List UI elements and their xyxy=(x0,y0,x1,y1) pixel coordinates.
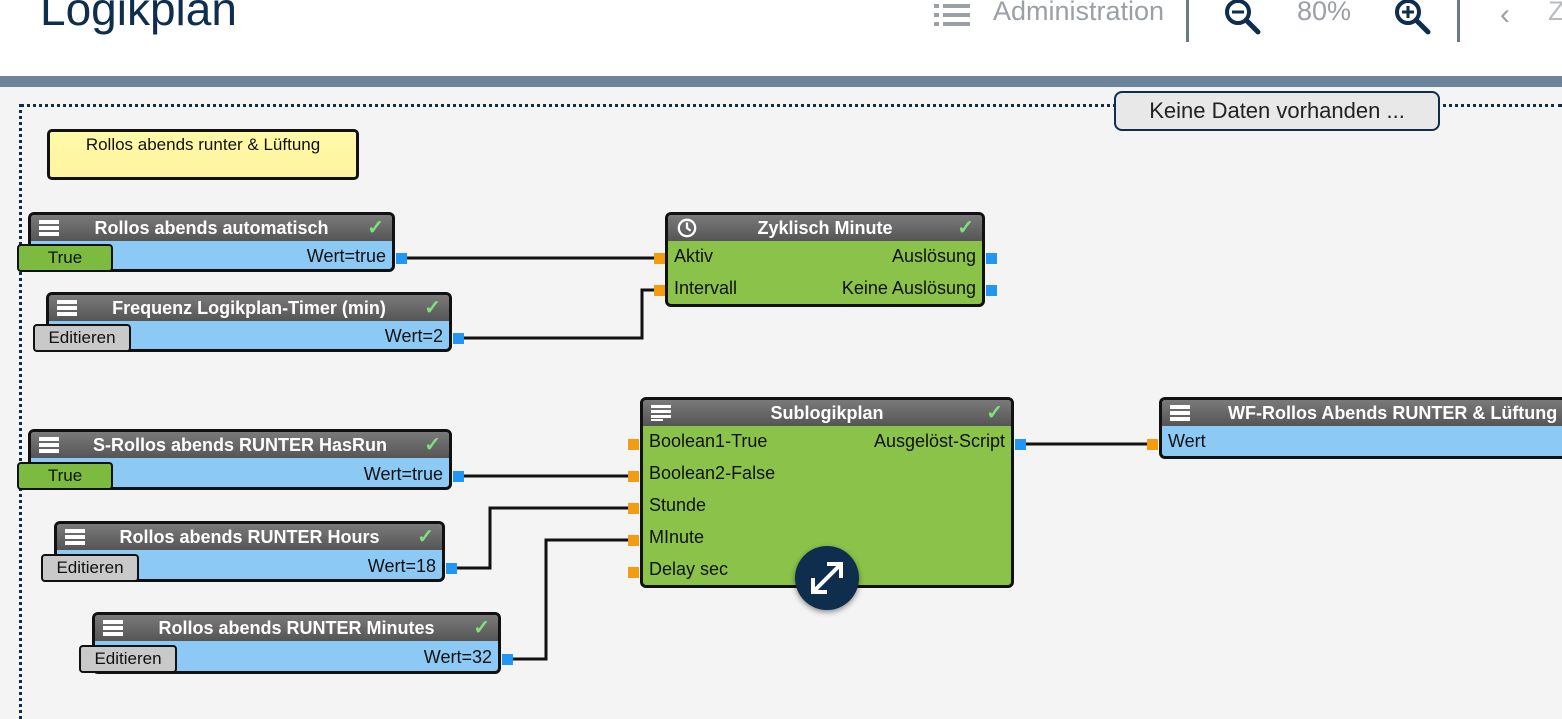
node-header[interactable]: Sublogikplan ✓ xyxy=(643,400,1011,426)
server-icon xyxy=(103,620,123,636)
input-port[interactable] xyxy=(628,471,639,482)
header-divider-bar xyxy=(0,76,1562,87)
edit-button[interactable]: Editieren xyxy=(41,554,139,582)
variable-node-hasrun[interactable]: S-Rollos abends RUNTER HasRun ✓ Wert=tru… xyxy=(28,429,452,490)
list-menu-icon[interactable] xyxy=(932,2,972,28)
node-header[interactable]: Rollos abends automatisch ✓ xyxy=(31,215,392,241)
input-label: Intervall xyxy=(674,278,738,298)
administration-menu[interactable]: Administration xyxy=(993,0,1165,26)
check-icon: ✓ xyxy=(473,617,490,639)
output-port[interactable] xyxy=(986,253,997,264)
output-label: Keine Auslösung xyxy=(841,278,976,298)
check-icon: ✓ xyxy=(986,402,1003,424)
zoom-out-icon[interactable] xyxy=(1222,0,1262,36)
node-title: Rollos abends automatisch xyxy=(94,218,329,238)
node-header[interactable]: Zyklisch Minute ✓ xyxy=(668,215,982,241)
node-header[interactable]: WF-Rollos Abends RUNTER & Lüftung xyxy=(1162,400,1562,426)
node-value: Wert=32 xyxy=(423,647,492,667)
input-label: Stunde xyxy=(649,495,707,515)
server-icon xyxy=(39,437,59,453)
status-button[interactable]: Keine Daten vorhanden ... xyxy=(1114,91,1440,131)
canvas-border xyxy=(19,104,22,719)
input-label: Boolean2-False xyxy=(649,463,776,483)
wire xyxy=(513,538,628,661)
node-title: S-Rollos abends RUNTER HasRun xyxy=(92,435,388,455)
output-port[interactable] xyxy=(453,333,464,344)
output-port[interactable] xyxy=(986,285,997,296)
server-icon xyxy=(39,220,59,236)
node-title: Sublogikplan xyxy=(770,403,884,423)
output-port[interactable] xyxy=(396,253,407,264)
input-port[interactable] xyxy=(654,253,665,264)
comment-note[interactable]: Rollos abends runter & Lüftung xyxy=(47,129,359,180)
output-port[interactable] xyxy=(1015,439,1026,450)
output-port[interactable] xyxy=(453,471,464,482)
logic-node-zyklisch[interactable]: Zyklisch Minute ✓ Aktiv Intervall Auslös… xyxy=(665,212,985,307)
wire xyxy=(457,506,628,570)
input-port[interactable] xyxy=(654,285,665,296)
variable-node-wf-rollos[interactable]: WF-Rollos Abends RUNTER & Lüftung Wert xyxy=(1159,397,1562,459)
document-lines-icon xyxy=(651,405,671,421)
app-header: Logikplan Administration 80% ‹ Z xyxy=(0,0,1562,76)
fullscreen-button[interactable] xyxy=(795,546,859,610)
output-port[interactable] xyxy=(446,563,457,574)
true-button[interactable]: True xyxy=(17,244,113,272)
server-icon xyxy=(1170,405,1190,421)
page-title: Logikplan xyxy=(40,0,237,35)
input-port[interactable] xyxy=(1147,439,1158,450)
edit-button[interactable]: Editieren xyxy=(33,324,131,352)
node-value: Wert=true xyxy=(363,464,443,484)
canvas-border xyxy=(20,104,1562,107)
check-icon: ✓ xyxy=(957,217,974,239)
node-value: Wert=18 xyxy=(367,556,436,576)
node-title: Rollos abends RUNTER Hours xyxy=(119,527,380,547)
node-title: Rollos abends RUNTER Minutes xyxy=(158,618,435,638)
node-title: Frequenz Logikplan-Timer (min) xyxy=(112,298,386,318)
node-header[interactable]: S-Rollos abends RUNTER HasRun ✓ xyxy=(31,432,449,458)
output-port[interactable] xyxy=(502,654,513,665)
zoom-level: 80% xyxy=(1297,0,1352,26)
input-label: Boolean1-True xyxy=(649,431,768,451)
true-button[interactable]: True xyxy=(17,462,113,490)
clock-icon xyxy=(677,218,697,238)
node-title: WF-Rollos Abends RUNTER & Lüftung xyxy=(1228,403,1558,423)
divider xyxy=(1457,0,1460,42)
edit-button[interactable]: Editieren xyxy=(79,645,177,673)
server-icon xyxy=(65,529,85,545)
input-port[interactable] xyxy=(628,567,639,578)
check-icon: ✓ xyxy=(417,526,434,548)
server-icon xyxy=(57,300,77,316)
input-label: MInute xyxy=(649,527,705,547)
node-value: Wert=true xyxy=(306,246,386,266)
input-port[interactable] xyxy=(628,503,639,514)
input-label: Aktiv xyxy=(674,246,714,266)
expand-arrows-icon xyxy=(811,562,843,594)
node-value: Wert=2 xyxy=(384,326,443,346)
input-label: Delay sec xyxy=(649,559,729,579)
input-port[interactable] xyxy=(628,439,639,450)
output-label: Ausgelöst-Script xyxy=(873,431,1005,451)
node-header[interactable]: Rollos abends RUNTER Minutes ✓ xyxy=(95,615,498,641)
check-icon: ✓ xyxy=(424,297,441,319)
input-port[interactable] xyxy=(628,535,639,546)
variable-node-auto[interactable]: Rollos abends automatisch ✓ Wert=true xyxy=(28,212,395,272)
node-title: Zyklisch Minute xyxy=(757,218,893,238)
node-header[interactable]: Rollos abends RUNTER Hours ✓ xyxy=(57,524,442,550)
chevron-left-icon[interactable]: ‹ xyxy=(1500,0,1510,31)
back-label[interactable]: Z xyxy=(1548,0,1562,26)
wire xyxy=(464,288,654,340)
divider xyxy=(1186,0,1189,42)
output-label: Auslösung xyxy=(891,246,976,266)
input-label: Wert xyxy=(1168,431,1206,451)
check-icon: ✓ xyxy=(367,217,384,239)
check-icon: ✓ xyxy=(424,434,441,456)
node-header[interactable]: Frequenz Logikplan-Timer (min) ✓ xyxy=(49,295,449,321)
zoom-in-icon[interactable] xyxy=(1392,0,1432,36)
